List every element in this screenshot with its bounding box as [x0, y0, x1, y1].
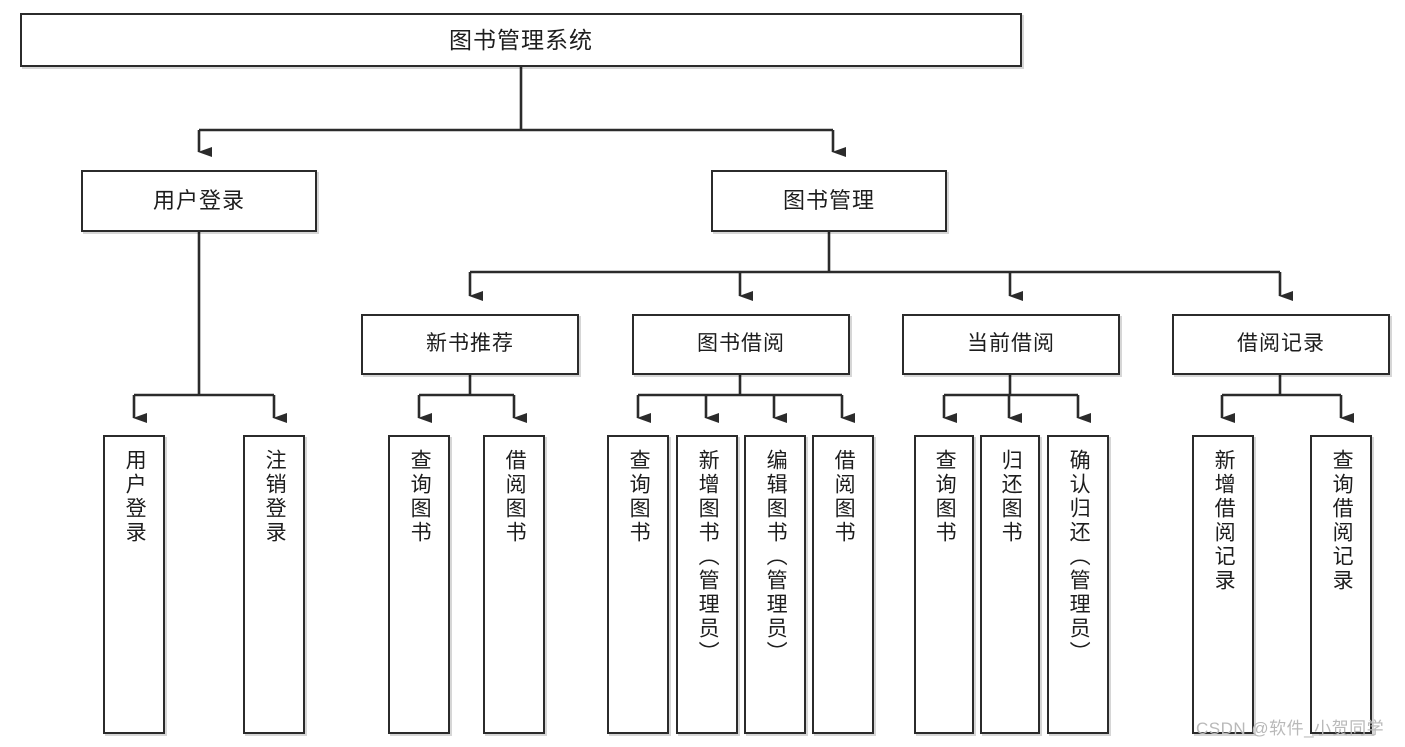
leaf-current-confirm-return-admin[interactable]: 确认归还（管理员） [1047, 435, 1109, 734]
node-current-borrow[interactable]: 当前借阅 [902, 314, 1120, 375]
node-new-book-recommend[interactable]: 新书推荐 [361, 314, 579, 375]
node-book-management-label: 图书管理 [782, 188, 875, 214]
node-user-login[interactable]: 用户登录 [81, 170, 317, 232]
leaf-borrow-add-book-admin[interactable]: 新增图书（管理员） [676, 435, 738, 734]
node-borrow-record-label: 借阅记录 [1237, 332, 1325, 356]
leaf-label: 新增借阅记录 [1212, 449, 1236, 593]
leaf-recommend-borrow-book[interactable]: 借阅图书 [483, 435, 545, 734]
node-borrow-record[interactable]: 借阅记录 [1172, 314, 1390, 375]
leaf-borrow-borrow-book[interactable]: 借阅图书 [812, 435, 874, 734]
node-root-label: 图书管理系统 [449, 26, 593, 53]
leaf-label: 借阅图书 [503, 449, 527, 545]
leaf-label: 查询图书 [627, 449, 651, 545]
leaf-label: 确认归还（管理员） [1067, 449, 1091, 665]
watermark-text: CSDN @软件_小贺同学 [1196, 719, 1385, 738]
node-user-login-label: 用户登录 [152, 188, 245, 214]
leaf-record-add-record[interactable]: 新增借阅记录 [1192, 435, 1254, 734]
leaf-label: 编辑图书（管理员） [764, 449, 788, 665]
leaf-label: 新增图书（管理员） [696, 449, 720, 665]
leaf-record-query-record[interactable]: 查询借阅记录 [1310, 435, 1372, 734]
node-book-management[interactable]: 图书管理 [711, 170, 947, 232]
leaf-label: 查询借阅记录 [1330, 449, 1354, 593]
leaf-current-return-book[interactable]: 归还图书 [980, 435, 1040, 734]
leaf-label: 注销登录 [263, 449, 287, 545]
leaf-label: 借阅图书 [832, 449, 856, 545]
node-book-borrow[interactable]: 图书借阅 [632, 314, 850, 375]
leaf-label: 归还图书 [999, 449, 1023, 545]
leaf-user-login-signin[interactable]: 用户登录 [103, 435, 165, 734]
leaf-user-login-signout[interactable]: 注销登录 [243, 435, 305, 734]
leaf-borrow-query-book[interactable]: 查询图书 [607, 435, 669, 734]
leaf-label: 查询图书 [933, 449, 957, 545]
node-new-book-recommend-label: 新书推荐 [426, 332, 514, 356]
leaf-label: 查询图书 [408, 449, 432, 545]
leaf-recommend-query-book[interactable]: 查询图书 [388, 435, 450, 734]
node-current-borrow-label: 当前借阅 [967, 332, 1055, 356]
leaf-current-query-book[interactable]: 查询图书 [914, 435, 974, 734]
node-root[interactable]: 图书管理系统 [20, 13, 1022, 67]
leaf-label: 用户登录 [123, 449, 147, 545]
leaf-borrow-edit-book-admin[interactable]: 编辑图书（管理员） [744, 435, 806, 734]
node-book-borrow-label: 图书借阅 [697, 332, 785, 356]
